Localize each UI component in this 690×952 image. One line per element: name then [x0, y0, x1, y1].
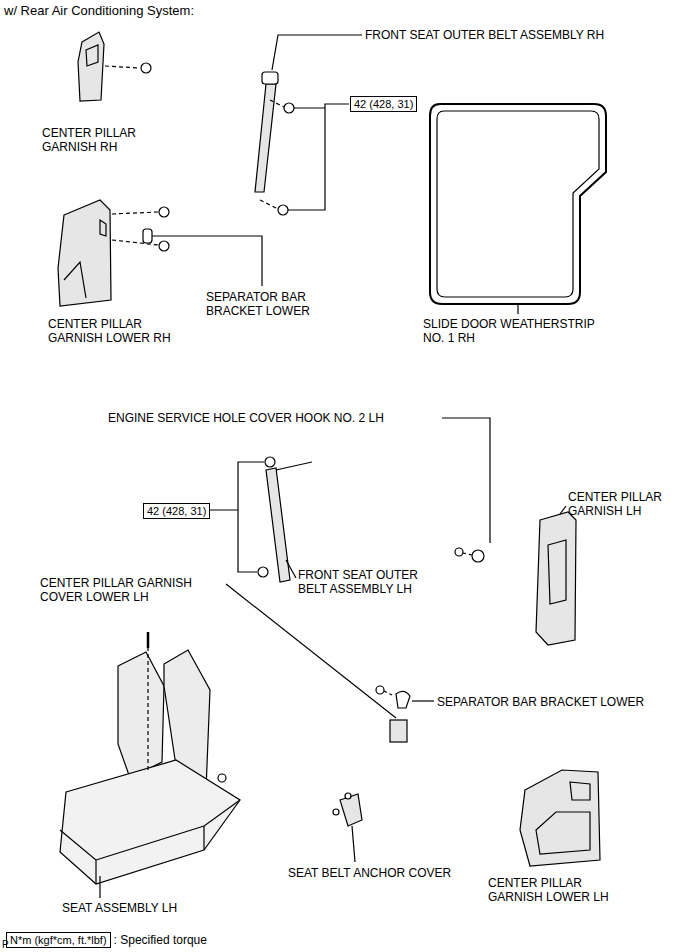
garnish-detail: [86, 45, 98, 66]
leader-line: [288, 104, 349, 210]
clip-symbol: [333, 809, 339, 815]
bolt-symbol: [376, 686, 384, 694]
cover-part: [340, 794, 362, 826]
part-name: CENTER PILLAR GARNISH LH: [568, 490, 680, 518]
leader-line: [272, 35, 362, 70]
leader-line: [99, 876, 100, 898]
assembly-line: [463, 553, 472, 555]
leader-line: [517, 304, 518, 314]
bracket-symbol: [143, 229, 152, 243]
cover-part: [390, 720, 407, 742]
bolt-symbol: [159, 207, 169, 217]
assembly-line: [270, 100, 284, 107]
bolt-symbol: [284, 103, 294, 113]
leader-line: [560, 506, 566, 514]
belt-part: [255, 84, 276, 192]
leader-line: [207, 462, 264, 572]
garnish-part: [78, 32, 104, 101]
torque-value: N*m (kgf*cm, ft.*lbf): [10, 934, 107, 946]
bolt-symbol: [258, 567, 268, 577]
part-name: SEAT BELT ANCHOR COVER: [288, 866, 451, 880]
garnish-part: [58, 200, 111, 306]
garnish-detail: [536, 782, 590, 854]
torque-box: 42 (428, 31): [143, 503, 210, 519]
torque-value: 42 (428, 31): [354, 98, 413, 110]
part-name: SLIDE DOOR WEATHERSTRIP NO. 1 RH: [423, 317, 613, 345]
part-name: CENTER PILLAR GARNISH RH: [42, 126, 152, 154]
note-text: : Specified torque: [114, 933, 207, 947]
belt-part: [266, 468, 290, 582]
bolt-symbol: [265, 457, 275, 467]
seat-cushion: [60, 760, 240, 884]
part-name: CENTER PILLAR GARNISH COVER LOWER LH: [40, 576, 220, 604]
torque-value: 42 (428, 31): [147, 505, 206, 517]
garnish-part: [520, 770, 600, 866]
part-name: SEAT ASSEMBLY LH: [62, 901, 177, 915]
section-title: w/ Rear Air Conditioning System:: [4, 3, 194, 18]
leader-line: [286, 560, 296, 578]
assembly-line: [112, 212, 158, 214]
clip-symbol: [345, 793, 351, 799]
bolt-symbol: [159, 241, 169, 251]
assembly-line: [105, 66, 140, 68]
part-name: FRONT SEAT OUTER BELT ASSEMBLY RH: [365, 28, 604, 42]
part-name: ENGINE SERVICE HOLE COVER HOOK NO. 2 LH: [108, 411, 384, 425]
leader-line: [152, 236, 262, 286]
seat-back: [118, 652, 164, 778]
garnish-detail: [64, 220, 106, 298]
garnish-detail: [548, 540, 566, 604]
leader-line: [412, 700, 434, 701]
weatherstrip-part: [430, 104, 606, 304]
bolt-symbol: [147, 632, 150, 648]
assembly-line: [147, 640, 148, 770]
assembly-line: [260, 200, 278, 209]
leader-line: [226, 584, 396, 718]
assembly-line: [384, 691, 394, 696]
part-name: SEPARATOR BAR BRACKET LOWER: [206, 290, 326, 318]
leader-line: [352, 826, 355, 862]
bolt-symbol: [278, 205, 288, 215]
torque-box: N*m (kgf*cm, ft.*lbf): [6, 932, 111, 948]
seat-detail: [60, 800, 240, 884]
leader-line: [442, 418, 490, 543]
belt-webbing: [276, 462, 312, 470]
belt-anchor: [262, 72, 278, 84]
bracket-part: [396, 691, 410, 708]
part-name: CENTER PILLAR GARNISH LOWER LH: [488, 876, 628, 904]
hook-part: [472, 550, 484, 562]
part-name: FRONT SEAT OUTER BELT ASSEMBLY LH: [298, 568, 438, 596]
torque-box: 42 (428, 31): [350, 96, 417, 112]
nut-symbol: [218, 774, 226, 782]
weatherstrip-part: [437, 111, 599, 297]
note-text: P: [2, 938, 9, 952]
part-name: SEPARATOR BAR BRACKET LOWER: [437, 695, 644, 709]
garnish-part: [536, 512, 576, 645]
clip-symbol: [141, 63, 151, 73]
part-name: CENTER PILLAR GARNISH LOWER RH: [48, 317, 188, 345]
bolt-symbol: [455, 548, 463, 556]
